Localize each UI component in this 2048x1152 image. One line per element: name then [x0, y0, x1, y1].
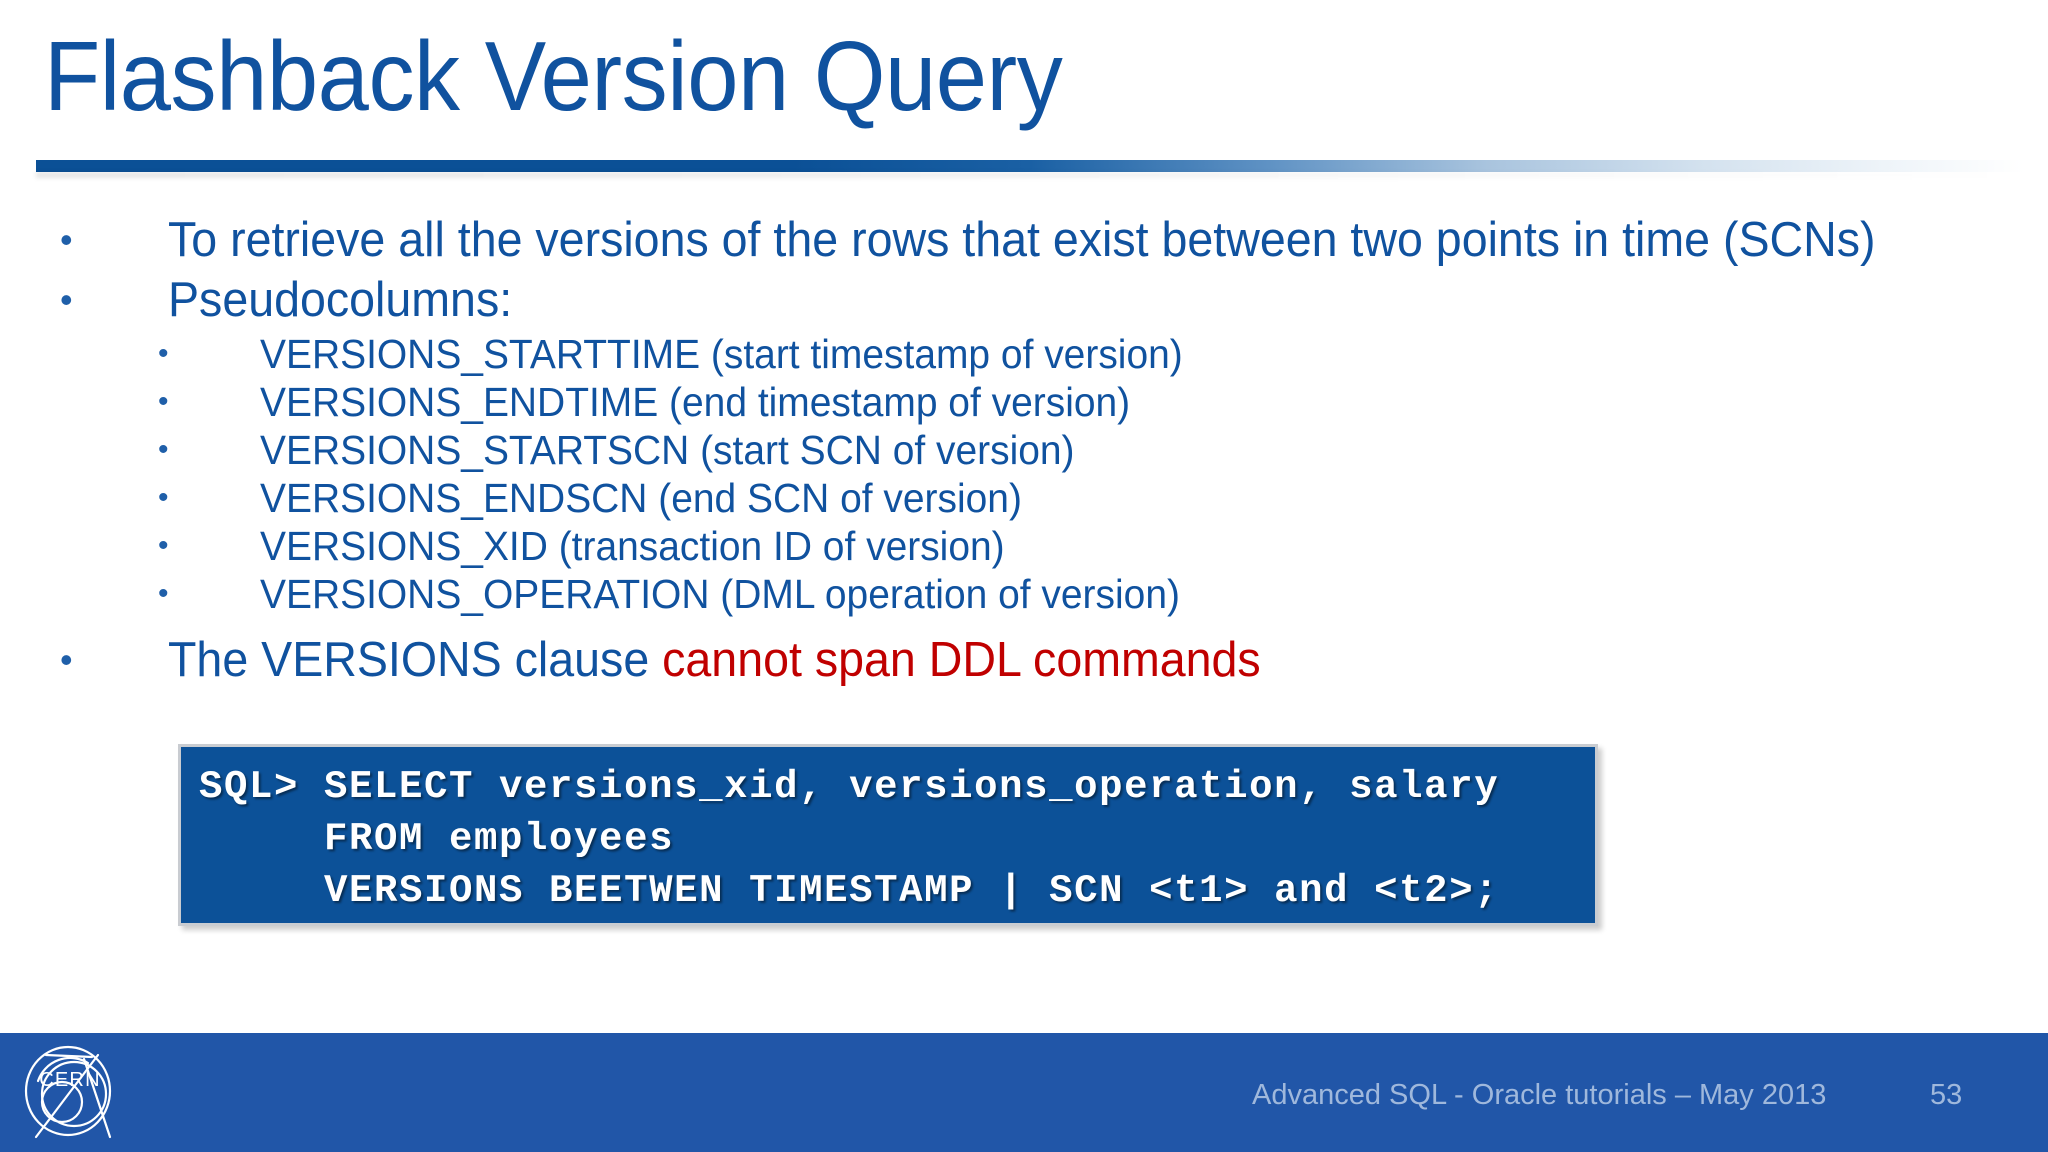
- bullet-list: • To retrieve all the versions of the ro…: [0, 210, 2048, 690]
- code-line: VERSIONS BEETWEN TIMESTAMP | SCN <t1> an…: [199, 869, 1500, 913]
- list-item-label: VERSIONS_ENDTIME (end timestamp of versi…: [260, 379, 1131, 425]
- list-item: • VERSIONS_STARTTIME (start timestamp of…: [0, 330, 2048, 378]
- sql-code-block: SQL> SELECT versions_xid, versions_opera…: [178, 744, 1598, 926]
- bullet-marker-icon: •: [60, 639, 73, 680]
- bullet-marker-icon: •: [158, 337, 169, 370]
- list-item-label: VERSIONS_OPERATION (DML operation of ver…: [260, 571, 1180, 617]
- list-item-label: Pseudocolumns:: [168, 273, 513, 327]
- bullet-marker-icon: •: [158, 577, 169, 610]
- cern-logo-label: CERN: [39, 1069, 100, 1091]
- list-item: • VERSIONS_OPERATION (DML operation of v…: [0, 570, 2048, 618]
- title-divider: [36, 160, 2024, 172]
- warning-text-emphasis: cannot span DDL commands: [662, 633, 1261, 687]
- list-item-warning: • The VERSIONS clause cannot span DDL co…: [0, 630, 2048, 690]
- bullet-marker-icon: •: [158, 481, 169, 514]
- list-item: • To retrieve all the versions of the ro…: [0, 210, 2048, 270]
- list-item: • VERSIONS_ENDTIME (end timestamp of ver…: [0, 378, 2048, 426]
- title-divider-shadow: [36, 172, 2024, 178]
- footer-bar: [0, 1033, 2048, 1152]
- bullet-marker-icon: •: [158, 433, 169, 466]
- warning-text-prefix: The VERSIONS clause: [168, 633, 663, 687]
- bullet-marker-icon: •: [158, 529, 169, 562]
- list-item-label: VERSIONS_STARTSCN (start SCN of version): [260, 427, 1075, 473]
- list-item-label: VERSIONS_ENDSCN (end SCN of version): [260, 475, 1022, 521]
- code-line: FROM employees: [199, 817, 675, 861]
- bullet-marker-icon: •: [158, 385, 169, 418]
- list-item: • VERSIONS_XID (transaction ID of versio…: [0, 522, 2048, 570]
- list-item: • VERSIONS_ENDSCN (end SCN of version): [0, 474, 2048, 522]
- list-item: • VERSIONS_STARTSCN (start SCN of versio…: [0, 426, 2048, 474]
- page-title: Flashback Version Query: [44, 21, 1063, 131]
- footer-caption: Advanced SQL - Oracle tutorials – May 20…: [1252, 1079, 1827, 1111]
- bullet-marker-icon: •: [60, 219, 73, 260]
- page-number: 53: [1930, 1079, 1963, 1111]
- cern-logo-icon: CERN: [18, 1041, 122, 1145]
- list-item: • Pseudocolumns:: [0, 270, 2048, 330]
- list-item-label: VERSIONS_XID (transaction ID of version): [260, 523, 1005, 569]
- list-item-label: VERSIONS_STARTTIME (start timestamp of v…: [260, 331, 1183, 377]
- list-item-label: To retrieve all the versions of the rows…: [168, 213, 1876, 267]
- code-line: SQL> SELECT versions_xid, versions_opera…: [199, 765, 1500, 809]
- bullet-marker-icon: •: [60, 279, 73, 320]
- list-item-label: The VERSIONS clause cannot span DDL comm…: [168, 630, 1261, 690]
